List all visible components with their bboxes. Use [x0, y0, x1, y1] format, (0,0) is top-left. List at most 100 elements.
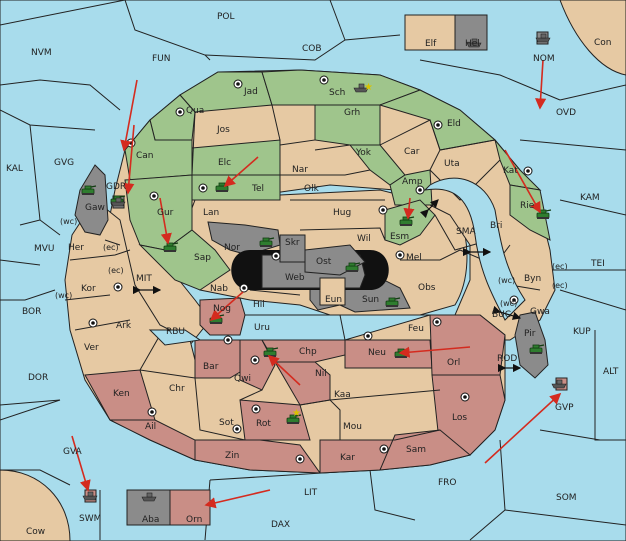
svg-text:NOM: NOM: [533, 54, 555, 64]
svg-text:Gur: Gur: [157, 208, 174, 218]
svg-text:Con: Con: [594, 38, 612, 48]
svg-text:Ark: Ark: [116, 321, 132, 331]
svg-text:Nab: Nab: [210, 284, 228, 294]
sea-sma-channel: [423, 177, 526, 321]
svg-text:Sch: Sch: [329, 88, 345, 98]
svg-text:Eld: Eld: [447, 119, 461, 129]
svg-text:Yok: Yok: [355, 148, 372, 158]
svg-text:Hil: Hil: [253, 300, 265, 310]
svg-text:Pir: Pir: [524, 329, 536, 339]
svg-text:Nar: Nar: [292, 165, 308, 175]
svg-text:Bri: Bri: [490, 221, 502, 231]
region-gaw[interactable]: [74, 164, 109, 236]
svg-text:Her: Her: [68, 243, 84, 253]
svg-text:(ec): (ec): [103, 243, 119, 252]
star-rot-icon: ★: [292, 408, 301, 419]
svg-text:Chp: Chp: [299, 347, 317, 357]
svg-text:Uta: Uta: [444, 159, 460, 169]
svg-text:Gwa: Gwa: [530, 307, 550, 317]
svg-text:Can: Can: [136, 151, 154, 161]
svg-text:ROD: ROD: [497, 354, 517, 364]
canal-arrows: [132, 199, 522, 373]
svg-text:Qua: Qua: [186, 106, 204, 116]
svg-text:Byn: Byn: [524, 274, 541, 284]
region-elf[interactable]: [404, 14, 456, 51]
svg-text:Eun: Eun: [325, 295, 342, 305]
svg-text:Aba: Aba: [142, 515, 159, 525]
region-bar[interactable]: [194, 339, 241, 379]
svg-text:Qwi: Qwi: [234, 374, 251, 384]
svg-text:Kat: Kat: [503, 166, 518, 176]
star-sch-icon: ★: [364, 82, 373, 93]
svg-text:FRO: FRO: [438, 478, 457, 488]
svg-text:Kor: Kor: [81, 284, 96, 294]
svg-text:Mou: Mou: [343, 422, 362, 432]
svg-text:Ail: Ail: [145, 422, 156, 432]
svg-text:Ken: Ken: [113, 389, 130, 399]
svg-text:SWM: SWM: [79, 514, 101, 524]
svg-text:TEI: TEI: [590, 259, 605, 269]
svg-text:Cow: Cow: [26, 527, 45, 537]
svg-text:Jos: Jos: [216, 125, 230, 135]
svg-text:Feu: Feu: [408, 324, 424, 334]
region-rie[interactable]: [509, 184, 551, 241]
svg-text:Hug: Hug: [333, 208, 351, 218]
region-nog[interactable]: [199, 297, 246, 336]
land-labels: Elf Hel Jad Sch Qua Jos Grh Eld Can Car …: [68, 39, 550, 525]
svg-text:Kaa: Kaa: [334, 390, 351, 400]
svg-text:Sot: Sot: [219, 418, 234, 428]
svg-text:Mel: Mel: [406, 253, 422, 263]
svg-text:NVM: NVM: [31, 48, 52, 58]
svg-text:COB: COB: [302, 44, 322, 54]
svg-text:Kar: Kar: [340, 453, 355, 463]
svg-text:Tel: Tel: [251, 184, 264, 194]
sea-labels: POL NVM FUN COB NOM Con OVD KAL GVG KAM …: [6, 12, 619, 537]
svg-text:BOR: BOR: [22, 307, 41, 317]
svg-text:LIT: LIT: [304, 488, 318, 498]
svg-text:KAM: KAM: [580, 193, 600, 203]
region-sam[interactable]: [379, 429, 472, 471]
svg-text:Sam: Sam: [406, 445, 426, 455]
svg-text:Ver: Ver: [84, 343, 99, 353]
svg-text:Zin: Zin: [225, 451, 239, 461]
svg-text:POL: POL: [217, 12, 235, 22]
svg-text:Chr: Chr: [169, 384, 185, 394]
svg-text:MVU: MVU: [34, 244, 55, 254]
svg-text:Orl: Orl: [447, 358, 460, 368]
svg-text:FUN: FUN: [152, 54, 171, 64]
svg-text:RBU: RBU: [166, 327, 185, 337]
svg-text:(wc): (wc): [55, 291, 72, 300]
region-neu[interactable]: [344, 339, 433, 369]
order-arrows: [71, 59, 562, 509]
region-pir[interactable]: [514, 311, 549, 379]
region-jad[interactable]: [179, 71, 273, 113]
svg-text:Los: Los: [452, 413, 467, 423]
svg-text:Nog: Nog: [213, 304, 231, 314]
svg-text:Neu: Neu: [368, 348, 386, 358]
svg-text:DOR: DOR: [28, 373, 48, 383]
svg-text:ALT: ALT: [603, 367, 619, 377]
svg-text:(ec): (ec): [108, 266, 124, 275]
svg-text:Rot: Rot: [256, 419, 271, 429]
region-eun-box[interactable]: [319, 277, 346, 306]
svg-text:Skr: Skr: [285, 238, 300, 248]
svg-text:GVP: GVP: [555, 403, 574, 413]
svg-text:GVA: GVA: [63, 447, 83, 457]
svg-text:Gaw: Gaw: [85, 203, 105, 213]
region-orl[interactable]: [429, 314, 506, 376]
svg-text:Olk: Olk: [304, 184, 320, 194]
svg-text:(ec): (ec): [552, 262, 568, 271]
svg-text:Grh: Grh: [344, 108, 360, 118]
svg-text:(wc): (wc): [498, 276, 515, 285]
svg-text:Wil: Wil: [357, 234, 371, 244]
svg-text:Rie: Rie: [520, 201, 535, 211]
region-nil[interactable]: [274, 361, 331, 406]
svg-text:Bar: Bar: [203, 362, 219, 372]
region-rot[interactable]: [239, 399, 311, 441]
svg-text:Web: Web: [285, 273, 305, 283]
svg-text:Jad: Jad: [243, 87, 258, 97]
svg-text:Obs: Obs: [418, 283, 436, 293]
svg-text:GDR: GDR: [106, 182, 126, 192]
